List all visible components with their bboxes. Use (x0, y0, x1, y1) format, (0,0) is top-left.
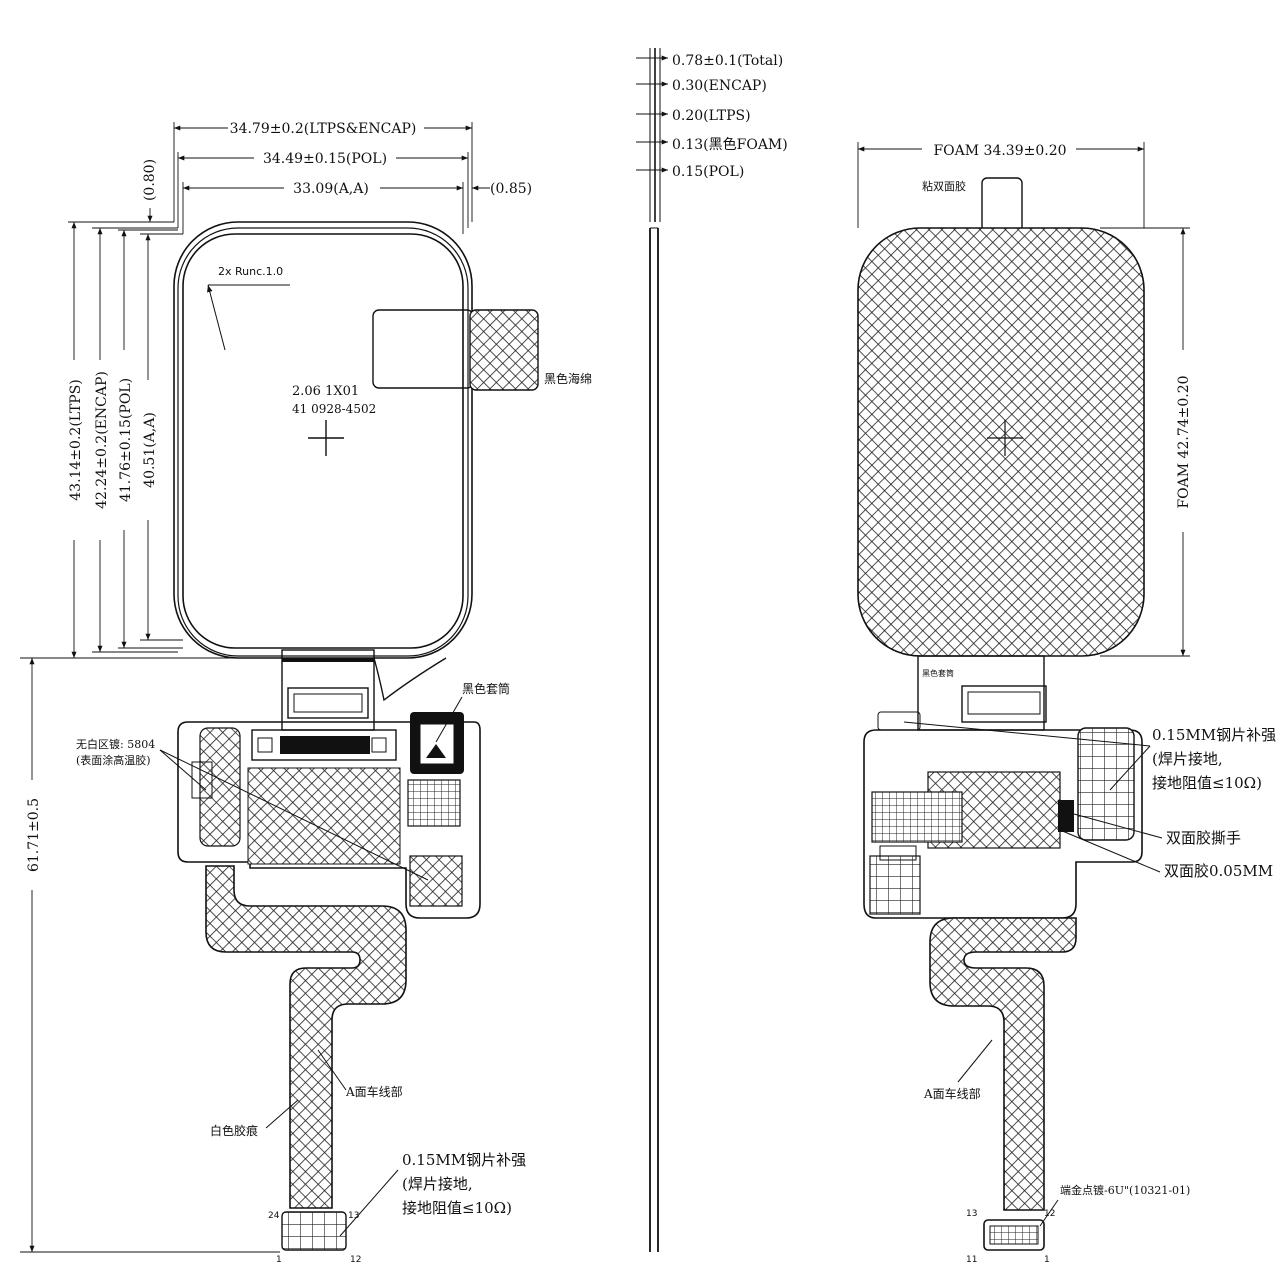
back-pin-12: 12 (1044, 1209, 1055, 1219)
connector-body (251, 729, 397, 761)
pin-12-label: 12 (350, 1255, 361, 1265)
panel-pol-outline (177, 227, 469, 657)
center-code-1: 2.06 1X01 (292, 384, 359, 399)
pin-24-label: 24 (268, 1211, 280, 1221)
white-zone-pad (199, 727, 241, 847)
dim-height-pol: 41.76±0.15(POL) (118, 378, 134, 502)
back-stiffener-grid (1077, 727, 1135, 841)
back-pin-13: 13 (966, 1209, 977, 1219)
back-fpc-neck (917, 655, 1045, 731)
dim-total-length: 61.71±0.5 (26, 798, 42, 872)
foam-width-dim: FOAM 34.39±0.20 (933, 143, 1066, 159)
pin-1-label: 1 (276, 1255, 282, 1265)
dim-offset-right: (0.85) (490, 181, 532, 197)
runc-note: 2x Runc.1.0 (218, 265, 283, 278)
dim-height-aa: 40.51(A,A) (142, 412, 158, 488)
back-flex-tail (929, 917, 1077, 1211)
tape-label: 双面胶0.05MM (1164, 862, 1273, 880)
pin-13-label: 13 (348, 1211, 359, 1221)
tail-stiffener-pad (281, 1211, 347, 1251)
a-side-wiring-label: A面车线部 (345, 1084, 403, 1099)
stiffener-label-1: 0.15MM钢片补强 (402, 1151, 526, 1169)
adhesive-label: 粘双面胶 (922, 179, 966, 193)
sponge-window (372, 309, 474, 389)
gold-plating-label: 端金点镀-6U"(10321-01) (1060, 1183, 1190, 1197)
back-a-side-wiring-label: A面车线部 (923, 1086, 981, 1101)
back-board-outline (863, 729, 1143, 919)
panel-ltps-outline (173, 221, 473, 659)
white-glue-label: 白色胶痕 (210, 1123, 258, 1138)
black-sleeve-label: 黑色套筒 (462, 681, 510, 696)
foam-height-dim: FOAM 42.74±0.20 (1176, 375, 1192, 508)
fpc-board-outline (177, 721, 481, 919)
black-sponge-label: 黑色海绵 (544, 371, 592, 386)
black-sponge-pad (469, 309, 539, 391)
dim-width-pol: 34.49±0.15(POL) (263, 151, 387, 167)
white-zone-label-2: (表面涂高温胶) (76, 753, 151, 767)
back-pin-11: 11 (966, 1255, 977, 1265)
dim-height-ltps: 43.14±0.2(LTPS) (68, 379, 84, 501)
back-stiffener-label-1: 0.15MM钢片补强 (1152, 726, 1276, 744)
dim-width-aa: 33.09(A,A) (293, 181, 369, 197)
fpc-hatched-region (247, 767, 401, 865)
foam-body (857, 227, 1145, 657)
side-total: 0.78±0.1(Total) (672, 53, 783, 69)
adhesive-tab (981, 177, 1023, 233)
stiffener-label-3: 接地阻值≤10Ω) (402, 1199, 512, 1217)
side-foam: 0.13(黑色FOAM) (672, 136, 788, 153)
back-stiffener-label-2: (焊片接地, (1152, 750, 1223, 768)
white-zone-label-1: 无白区镀: 5804 (76, 737, 155, 751)
back-stiffener-label-3: 接地阻值≤10Ω) (1152, 774, 1262, 792)
tape-tab (1058, 800, 1074, 832)
side-pol: 0.15(POL) (672, 164, 744, 180)
back-black-sleeve-label: 黑色套筒 (922, 668, 954, 678)
dim-height-encap: 42.24±0.2(ENCAP) (94, 371, 110, 509)
back-pin-1: 1 (1044, 1255, 1050, 1265)
side-view: 0.78±0.1(Total) 0.30(ENCAP) 0.20(LTPS) 0… (636, 48, 788, 1252)
connector-pins (280, 736, 370, 754)
front-view: 2x Runc.1.0 2.06 1X01 41 0928-4502 黑色海绵 … (20, 118, 592, 1265)
side-encap: 0.30(ENCAP) (672, 78, 767, 94)
flex-tail (205, 865, 407, 1209)
dim-width-ltps-encap: 34.79±0.2(LTPS&ENCAP) (230, 121, 417, 137)
tape-tab-label: 双面胶撕手 (1166, 829, 1241, 847)
center-code-2: 41 0928-4502 (292, 402, 376, 416)
active-area-outline (182, 233, 464, 649)
back-view: FOAM 34.39±0.20 FOAM 42.74±0.20 粘双面胶 黑色套… (857, 139, 1276, 1265)
side-ltps: 0.20(LTPS) (672, 108, 751, 124)
dim-offset-top: (0.80) (142, 159, 158, 201)
stiffener-label-2: (焊片接地, (402, 1175, 473, 1193)
